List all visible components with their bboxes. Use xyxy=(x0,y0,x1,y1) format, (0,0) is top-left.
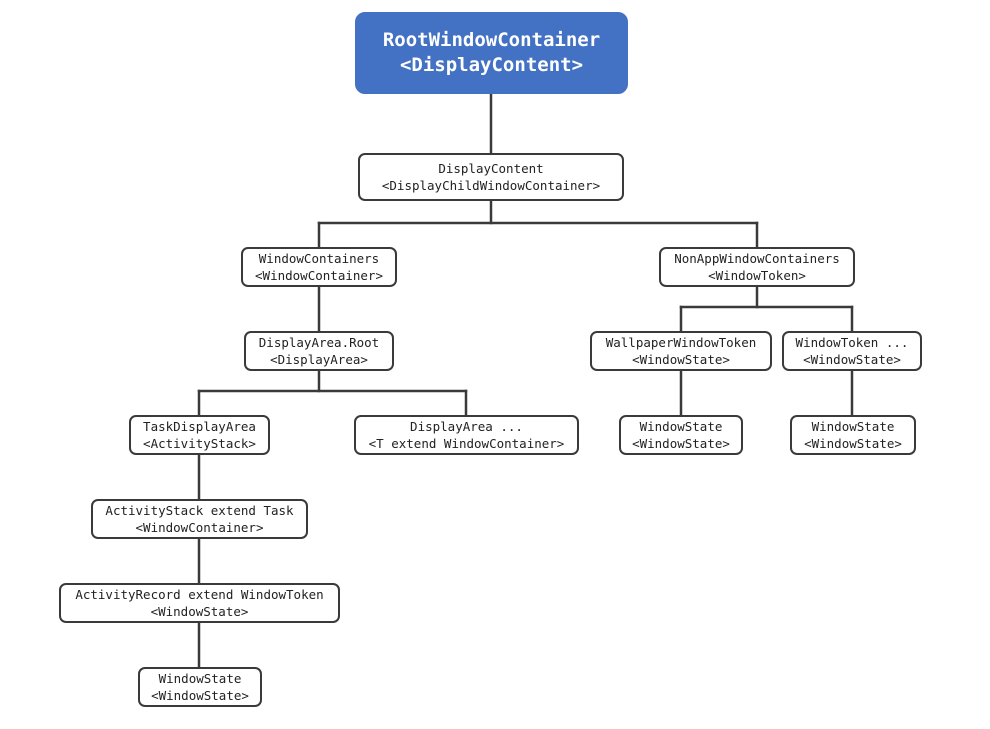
node-type: <DisplayChildWindowContainer> xyxy=(381,178,601,193)
node-type: <WindowContainer> xyxy=(255,268,383,283)
node-type: <WindowState> xyxy=(150,604,249,619)
node-name: RootWindowContainer xyxy=(382,29,601,51)
task-display-area-node: TaskDisplayArea <ActivityStack> xyxy=(129,415,270,455)
node-name: NonAppWindowContainers xyxy=(674,251,840,266)
window-token-more-node: WindowToken ... <WindowState> xyxy=(782,331,922,371)
display-area-root-node: DisplayArea.Root <DisplayArea> xyxy=(244,331,394,371)
node-name: TaskDisplayArea xyxy=(143,419,256,434)
activity-stack-node: ActivityStack extend Task <WindowContain… xyxy=(91,499,308,539)
non-app-window-containers-node: NonAppWindowContainers <WindowToken> xyxy=(659,247,855,287)
node-type: <WindowState> xyxy=(803,352,901,367)
token-window-state-node: WindowState <WindowState> xyxy=(790,415,916,455)
node-name: WallpaperWindowToken xyxy=(605,335,757,350)
activity-window-state-node: WindowState <WindowState> xyxy=(138,667,262,707)
wallpaper-window-token-node: WallpaperWindowToken <WindowState> xyxy=(590,331,772,371)
node-type: <DisplayArea> xyxy=(270,352,368,367)
node-name: WindowToken ... xyxy=(795,335,909,350)
root-window-container-node: RootWindowContainer <DisplayContent> xyxy=(355,12,628,94)
node-type: <WindowState> xyxy=(632,352,730,367)
node-name: WindowState xyxy=(158,671,242,686)
display-area-more-node: DisplayArea ... <T extend WindowContaine… xyxy=(354,415,579,455)
node-type: <ActivityStack> xyxy=(143,436,256,451)
node-type: <WindowToken> xyxy=(708,268,806,283)
node-name: WindowState xyxy=(811,419,895,434)
wallpaper-window-state-node: WindowState <WindowState> xyxy=(619,415,743,455)
node-type: <WindowState> xyxy=(151,688,249,703)
node-name: DisplayArea ... xyxy=(410,419,523,434)
node-type: <T extend WindowContainer> xyxy=(368,436,565,451)
node-type: <WindowState> xyxy=(632,436,730,451)
node-type: <WindowContainer> xyxy=(135,520,264,535)
node-name: WindowState xyxy=(639,419,723,434)
node-name: DisplayContent xyxy=(438,161,544,176)
activity-record-node: ActivityRecord extend WindowToken <Windo… xyxy=(59,583,340,623)
node-name: DisplayArea.Root xyxy=(258,335,380,350)
node-name: WindowContainers xyxy=(258,251,380,266)
window-containers-node: WindowContainers <WindowContainer> xyxy=(241,247,397,287)
display-content-node: DisplayContent <DisplayChildWindowContai… xyxy=(358,153,624,201)
node-name: ActivityStack extend Task xyxy=(105,503,294,518)
node-type: <WindowState> xyxy=(804,436,902,451)
node-name: ActivityRecord extend WindowToken xyxy=(75,587,324,602)
node-type: <DisplayContent> xyxy=(399,54,584,76)
